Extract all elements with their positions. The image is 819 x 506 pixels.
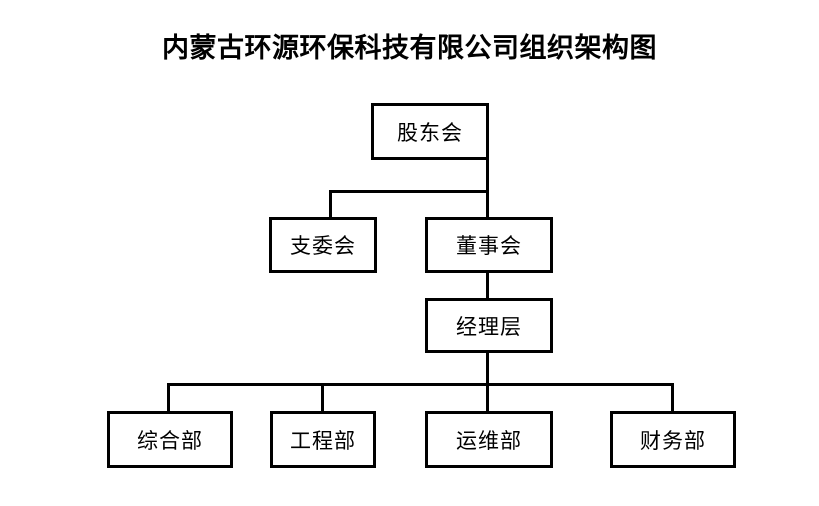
node-management[interactable]: 经理层 [425, 298, 553, 353]
connector-shareholders-down [486, 160, 489, 193]
node-general-affairs-label: 综合部 [137, 428, 203, 453]
node-board-label: 董事会 [456, 234, 522, 258]
node-party-branch-label: 支委会 [290, 234, 356, 258]
node-finance[interactable]: 财务部 [610, 411, 736, 468]
connector-board-to-management [486, 272, 489, 299]
node-engineering-label: 工程部 [290, 428, 356, 453]
connector-management-down [486, 352, 489, 386]
page-title: 内蒙古环源环保科技有限公司组织架构图 [162, 33, 657, 63]
connector-level2-bus [329, 190, 489, 193]
node-management-label: 经理层 [456, 314, 522, 339]
connector-down-board [486, 190, 489, 218]
node-board[interactable]: 董事会 [425, 217, 553, 273]
connector-departments-bus [167, 383, 674, 386]
connector-down-engineering [321, 383, 324, 412]
node-shareholders-label: 股东会 [397, 120, 463, 145]
connector-down-general-affairs [167, 383, 170, 412]
node-operations-label: 运维部 [456, 428, 522, 453]
connector-down-finance [671, 383, 674, 412]
connector-down-operations [486, 383, 489, 412]
node-operations[interactable]: 运维部 [425, 411, 553, 468]
node-general-affairs[interactable]: 综合部 [107, 411, 233, 468]
connector-down-party-branch [329, 190, 332, 218]
node-finance-label: 财务部 [640, 428, 706, 453]
node-shareholders[interactable]: 股东会 [371, 103, 489, 160]
node-engineering[interactable]: 工程部 [270, 411, 376, 468]
node-party-branch[interactable]: 支委会 [269, 217, 377, 273]
